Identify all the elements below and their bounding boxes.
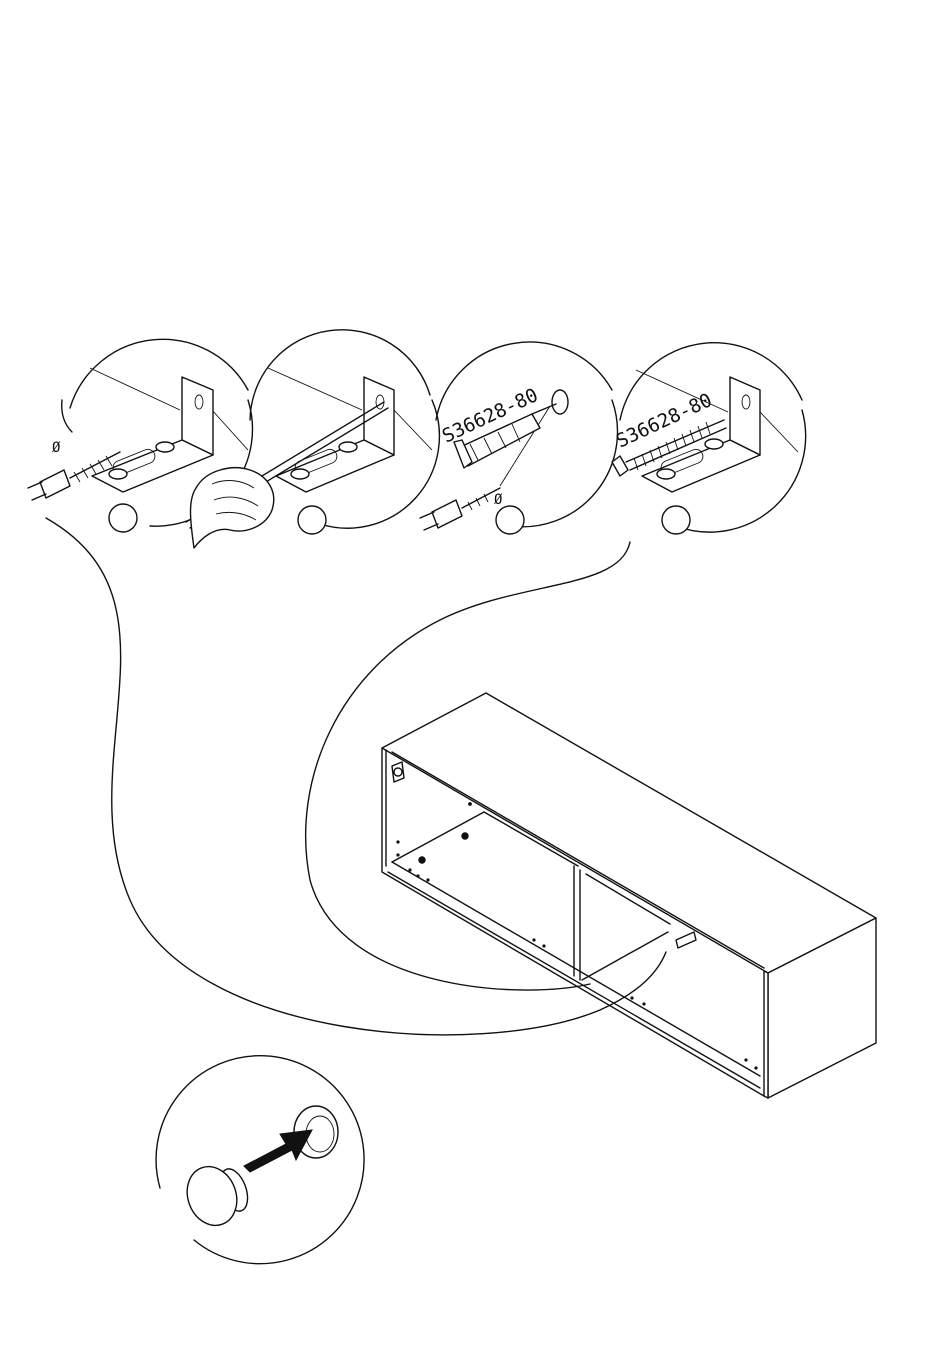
step-circle-4 [662,506,690,534]
detail-3-wall-plug: S36628-80 Ø [420,342,617,534]
step-circle-2 [298,506,326,534]
detail-5-cover-cap [156,1056,364,1264]
cabinet-drawing [382,693,876,1098]
step-circle-1 [109,504,137,532]
detail-4-screw-bracket: S36628-80 [612,343,806,534]
detail-2-mark-wall [186,330,439,548]
drill-diameter-symbol-3: Ø [494,492,503,508]
step-circle-3 [496,506,524,534]
drill-diameter-symbol-1: Ø [52,440,61,456]
screw-code-label-4: S36628-80 [613,389,716,452]
